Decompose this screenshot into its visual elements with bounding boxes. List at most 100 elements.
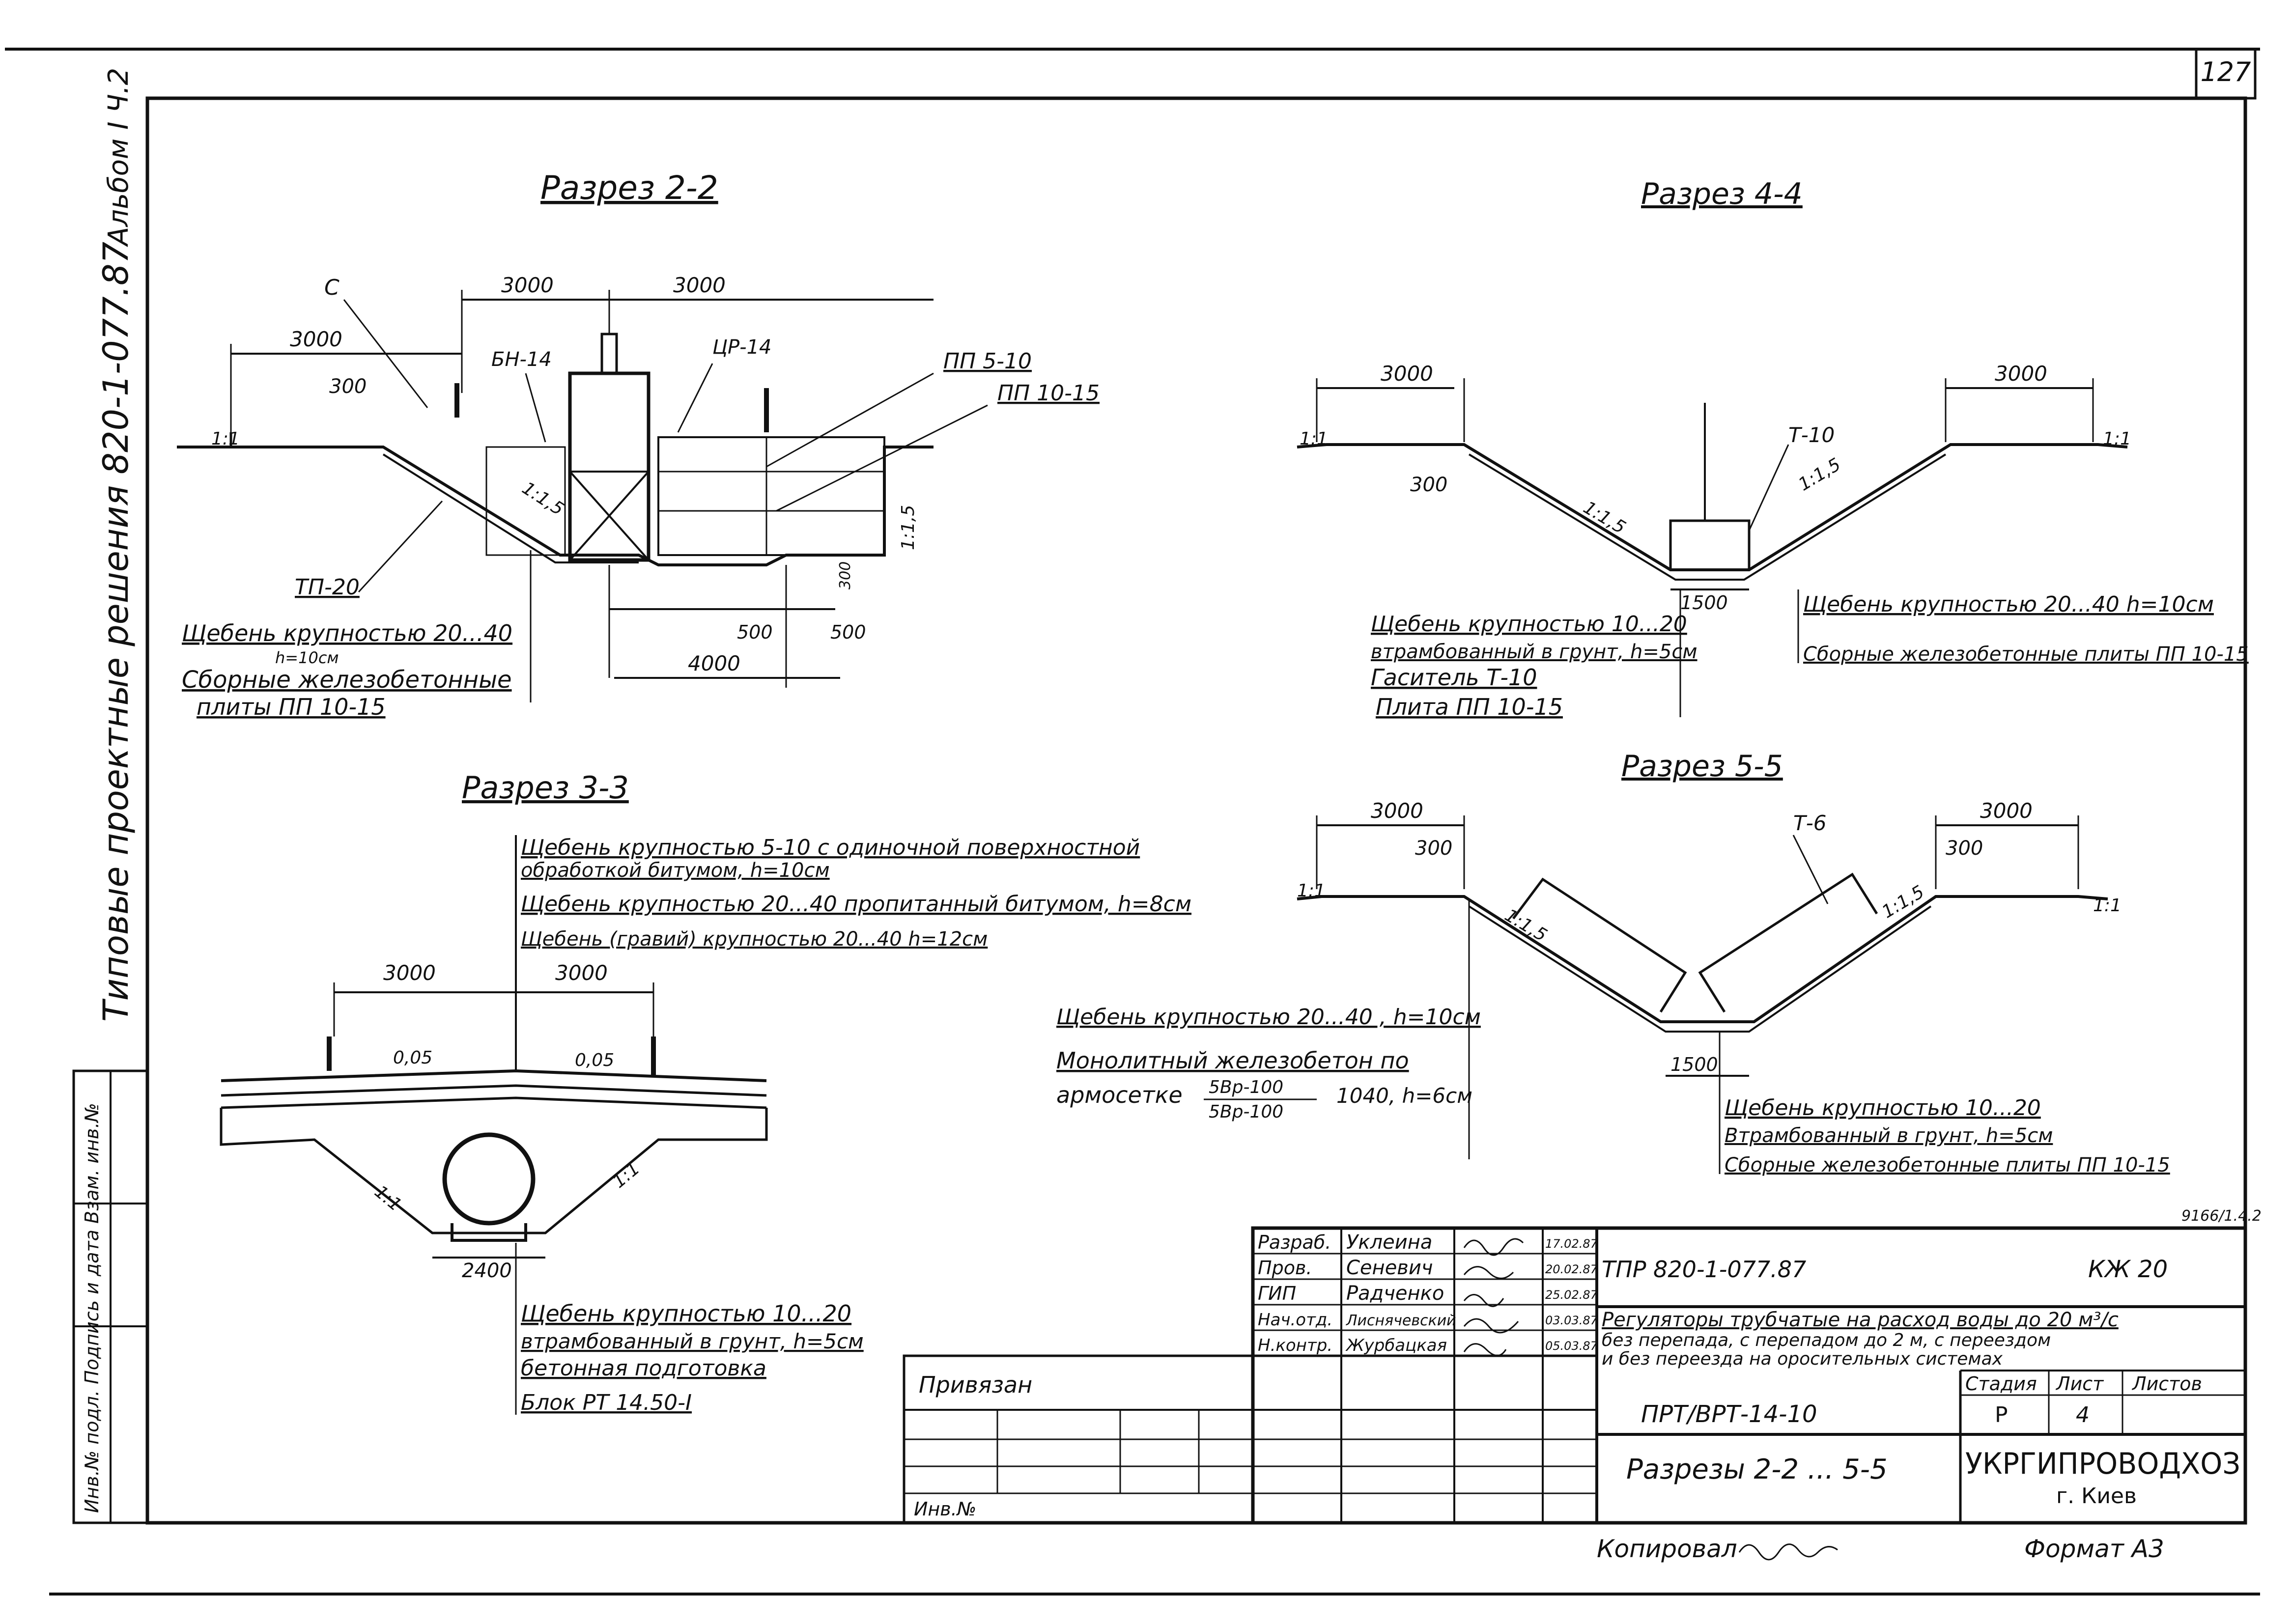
note-4-4-right-0: Щебень крупностью 20...40 h=10см [1803, 592, 2214, 617]
date-1: 20.02.87 [1545, 1262, 1598, 1276]
dim-3-3-3000-right: 3000 [555, 961, 608, 985]
note-5-5-left-0: Щебень крупностью 20...40 , h=10см [1056, 1005, 1481, 1030]
slope-3-3-005-left: 0,05 [393, 1048, 432, 1068]
dim-4-4-3000-left: 3000 [1381, 362, 1433, 386]
gate-body [568, 371, 651, 562]
slope-5-5-2: 1:1,5 [1501, 905, 1550, 946]
note-3-3-top-3: Щебень (гравий) крупностью 20...40 h=12с… [521, 928, 988, 951]
name-3: Лиснячевский [1346, 1312, 1456, 1329]
page-number-box [2195, 48, 2257, 100]
date-2: 25.02.87 [1545, 1288, 1598, 1302]
dim-5-5-300-right: 300 [1946, 837, 1983, 860]
date-0: 17.02.87 [1545, 1237, 1598, 1251]
copier-signature [1738, 1543, 1838, 1561]
variant: ПРТ/ВРТ-14-10 [1641, 1400, 1817, 1428]
mark-2-2-pp510: ПП 5-10 [943, 349, 1032, 374]
slope-4-4-2: 1:1,5 [1580, 498, 1629, 538]
sheet-value: 4 [2076, 1402, 2090, 1428]
section-3-3-title: Разрез 3-3 [462, 770, 629, 806]
drawing-title: Разрезы 2-2 ... 5-5 [1626, 1454, 1888, 1485]
album-note: Альбом I Ч.2 [103, 68, 135, 247]
role-1: Пров. [1258, 1257, 1312, 1279]
mark-2-2-c: С [324, 275, 340, 300]
note-4-4-left-1: втрамбованный в грунт, h=5см [1371, 641, 1698, 663]
dim-4-4-3000-right: 3000 [1995, 362, 2047, 386]
note-2-2-2: Сборные железобетонные [182, 666, 512, 694]
note-5-5-left-5: 1040, h=6см [1336, 1084, 1472, 1108]
date-4: 05.03.87 [1545, 1339, 1598, 1353]
slope-3-3-11-right: 1:1 [609, 1158, 644, 1192]
note-3-3-top-1: обработкой битумом, h=10см [521, 859, 830, 882]
section-3-3: Разрез 3-3 3000 3000 2400 0,05 0,05 1:1 … [220, 770, 1191, 1415]
pipe-circle [442, 1132, 536, 1226]
left-stamp-text: Инв.№ подл. Подпись и дата Взам. инв.№ [81, 1103, 103, 1513]
stage-header: Стадия [1965, 1373, 2037, 1395]
note-3-3-top-0: Щебень крупностью 5-10 с одиночной повер… [521, 835, 1140, 860]
dim-5-5-1500: 1500 [1670, 1054, 1718, 1075]
damper-t10 [1669, 519, 1751, 571]
slope-3-3-005-right: 0,05 [575, 1050, 614, 1070]
sheet-header: Лист [2055, 1373, 2104, 1395]
stage-value: Р [1995, 1402, 2008, 1428]
bound-label: Привязан [919, 1372, 1032, 1398]
note-2-2-1: h=10см [275, 648, 339, 667]
dim-5-5-300-left: 300 [1415, 837, 1452, 860]
note-4-4-left-3: Плита ПП 10-15 [1376, 694, 1563, 720]
slope-5-5-1: 1:1 [1297, 881, 1326, 901]
role-0: Разраб. [1258, 1232, 1331, 1253]
slope-2-2-2: 1:1,5 [518, 478, 567, 520]
slope-2-2-3: 1:1,5 [898, 505, 918, 550]
slope-4-4-1: 1:1 [1300, 429, 1328, 449]
mark-2-2-cr14: ЦР-14 [712, 336, 772, 359]
note-2-2-3: плиты ПП 10-15 [197, 694, 386, 720]
role-2: ГИП [1258, 1283, 1296, 1304]
gate-stem [600, 333, 618, 375]
name-1: Сеневич [1346, 1257, 1433, 1279]
dim-3-3-2400: 2400 [462, 1260, 512, 1282]
mark-5-5-t6: Т-6 [1793, 811, 1827, 835]
org-name: УКРГИПРОВОДХОЗ [1965, 1447, 2240, 1481]
slope-2-2-1: 1:1 [211, 429, 240, 449]
note-5-5-left-3: 5Вр-100 [1209, 1077, 1283, 1097]
note-5-5-right-2: Сборные железобетонные плиты ПП 10-15 [1725, 1154, 2170, 1176]
section-4-4-title: Разрез 4-4 [1641, 177, 1803, 211]
section-2-2-title: Разрез 2-2 [540, 169, 718, 207]
date-3: 03.03.87 [1545, 1314, 1598, 1327]
slope-5-5-3: 1:1,5 [1879, 882, 1928, 923]
dim-2-2-3000-mid: 3000 [501, 273, 554, 297]
note-3-3-top-2: Щебень крупностью 20...40 пропитанный би… [521, 892, 1191, 917]
note-5-5-left-1: Монолитный железобетон по [1056, 1047, 1409, 1074]
note-5-5-right-1: Втрамбованный в грунт, h=5см [1725, 1124, 2053, 1147]
note-2-2-0: Щебень крупностью 20...40 [182, 620, 512, 646]
dim-2-2-300: 300 [329, 375, 367, 398]
slope-5-5-4: 1:1 [2093, 896, 2122, 916]
dim-4-4-300: 300 [1410, 474, 1447, 496]
dim-2-2-4000: 4000 [688, 651, 740, 675]
role-4: Н.контр. [1258, 1336, 1332, 1355]
doc-code: ТПР 820-1-077.87 [1602, 1256, 1806, 1283]
note-5-5-right-0: Щебень крупностью 10...20 [1725, 1095, 2041, 1120]
dim-5-5-3000-right: 3000 [1980, 799, 2033, 823]
mark-4-4-t10: Т-10 [1788, 423, 1835, 447]
slope-4-4-3: 1:1,5 [1795, 454, 1844, 495]
section-5-5: Разрез 5-5 3000 3000 300 300 1500 1:1 1:… [1056, 749, 2170, 1176]
mark-2-2-bn14: БН-14 [491, 348, 552, 371]
signatures [1463, 1238, 1524, 1356]
desc-0: Регуляторы трубчатые на расход воды до 2… [1602, 1309, 2119, 1331]
section-4-4: Разрез 4-4 3000 3000 300 1500 1:1 1:1,5 … [1297, 177, 2249, 720]
name-2: Радченко [1346, 1282, 1444, 1305]
pipe-block [657, 436, 885, 556]
title-block: Привязан Инв.№ Разраб. Пров. ГИП Нач.отд… [903, 1226, 2247, 1525]
mark-2-2-tp20: ТП-20 [295, 575, 360, 600]
name-4: Журбацкая [1345, 1336, 1447, 1355]
dim-2-2-500-b: 500 [830, 621, 866, 643]
note-3-3-bottom-0: Щебень крупностью 10...20 [521, 1300, 851, 1327]
dim-2-2-300-v: 300 [837, 561, 854, 589]
note-4-4-right-1: Сборные железобетонные плиты ПП 10-15 [1803, 643, 2249, 666]
slope-4-4-4: 1:1 [2103, 429, 2131, 449]
format-label: Формат А3 [2024, 1535, 2164, 1563]
sheets-header: Листов [2131, 1373, 2202, 1395]
note-3-3-bottom-3: Блок РТ 14.50-I [521, 1390, 692, 1415]
dim-5-5-3000-left: 3000 [1371, 799, 1423, 823]
desc-2: и без переезда на оросительных системах [1602, 1349, 2003, 1369]
